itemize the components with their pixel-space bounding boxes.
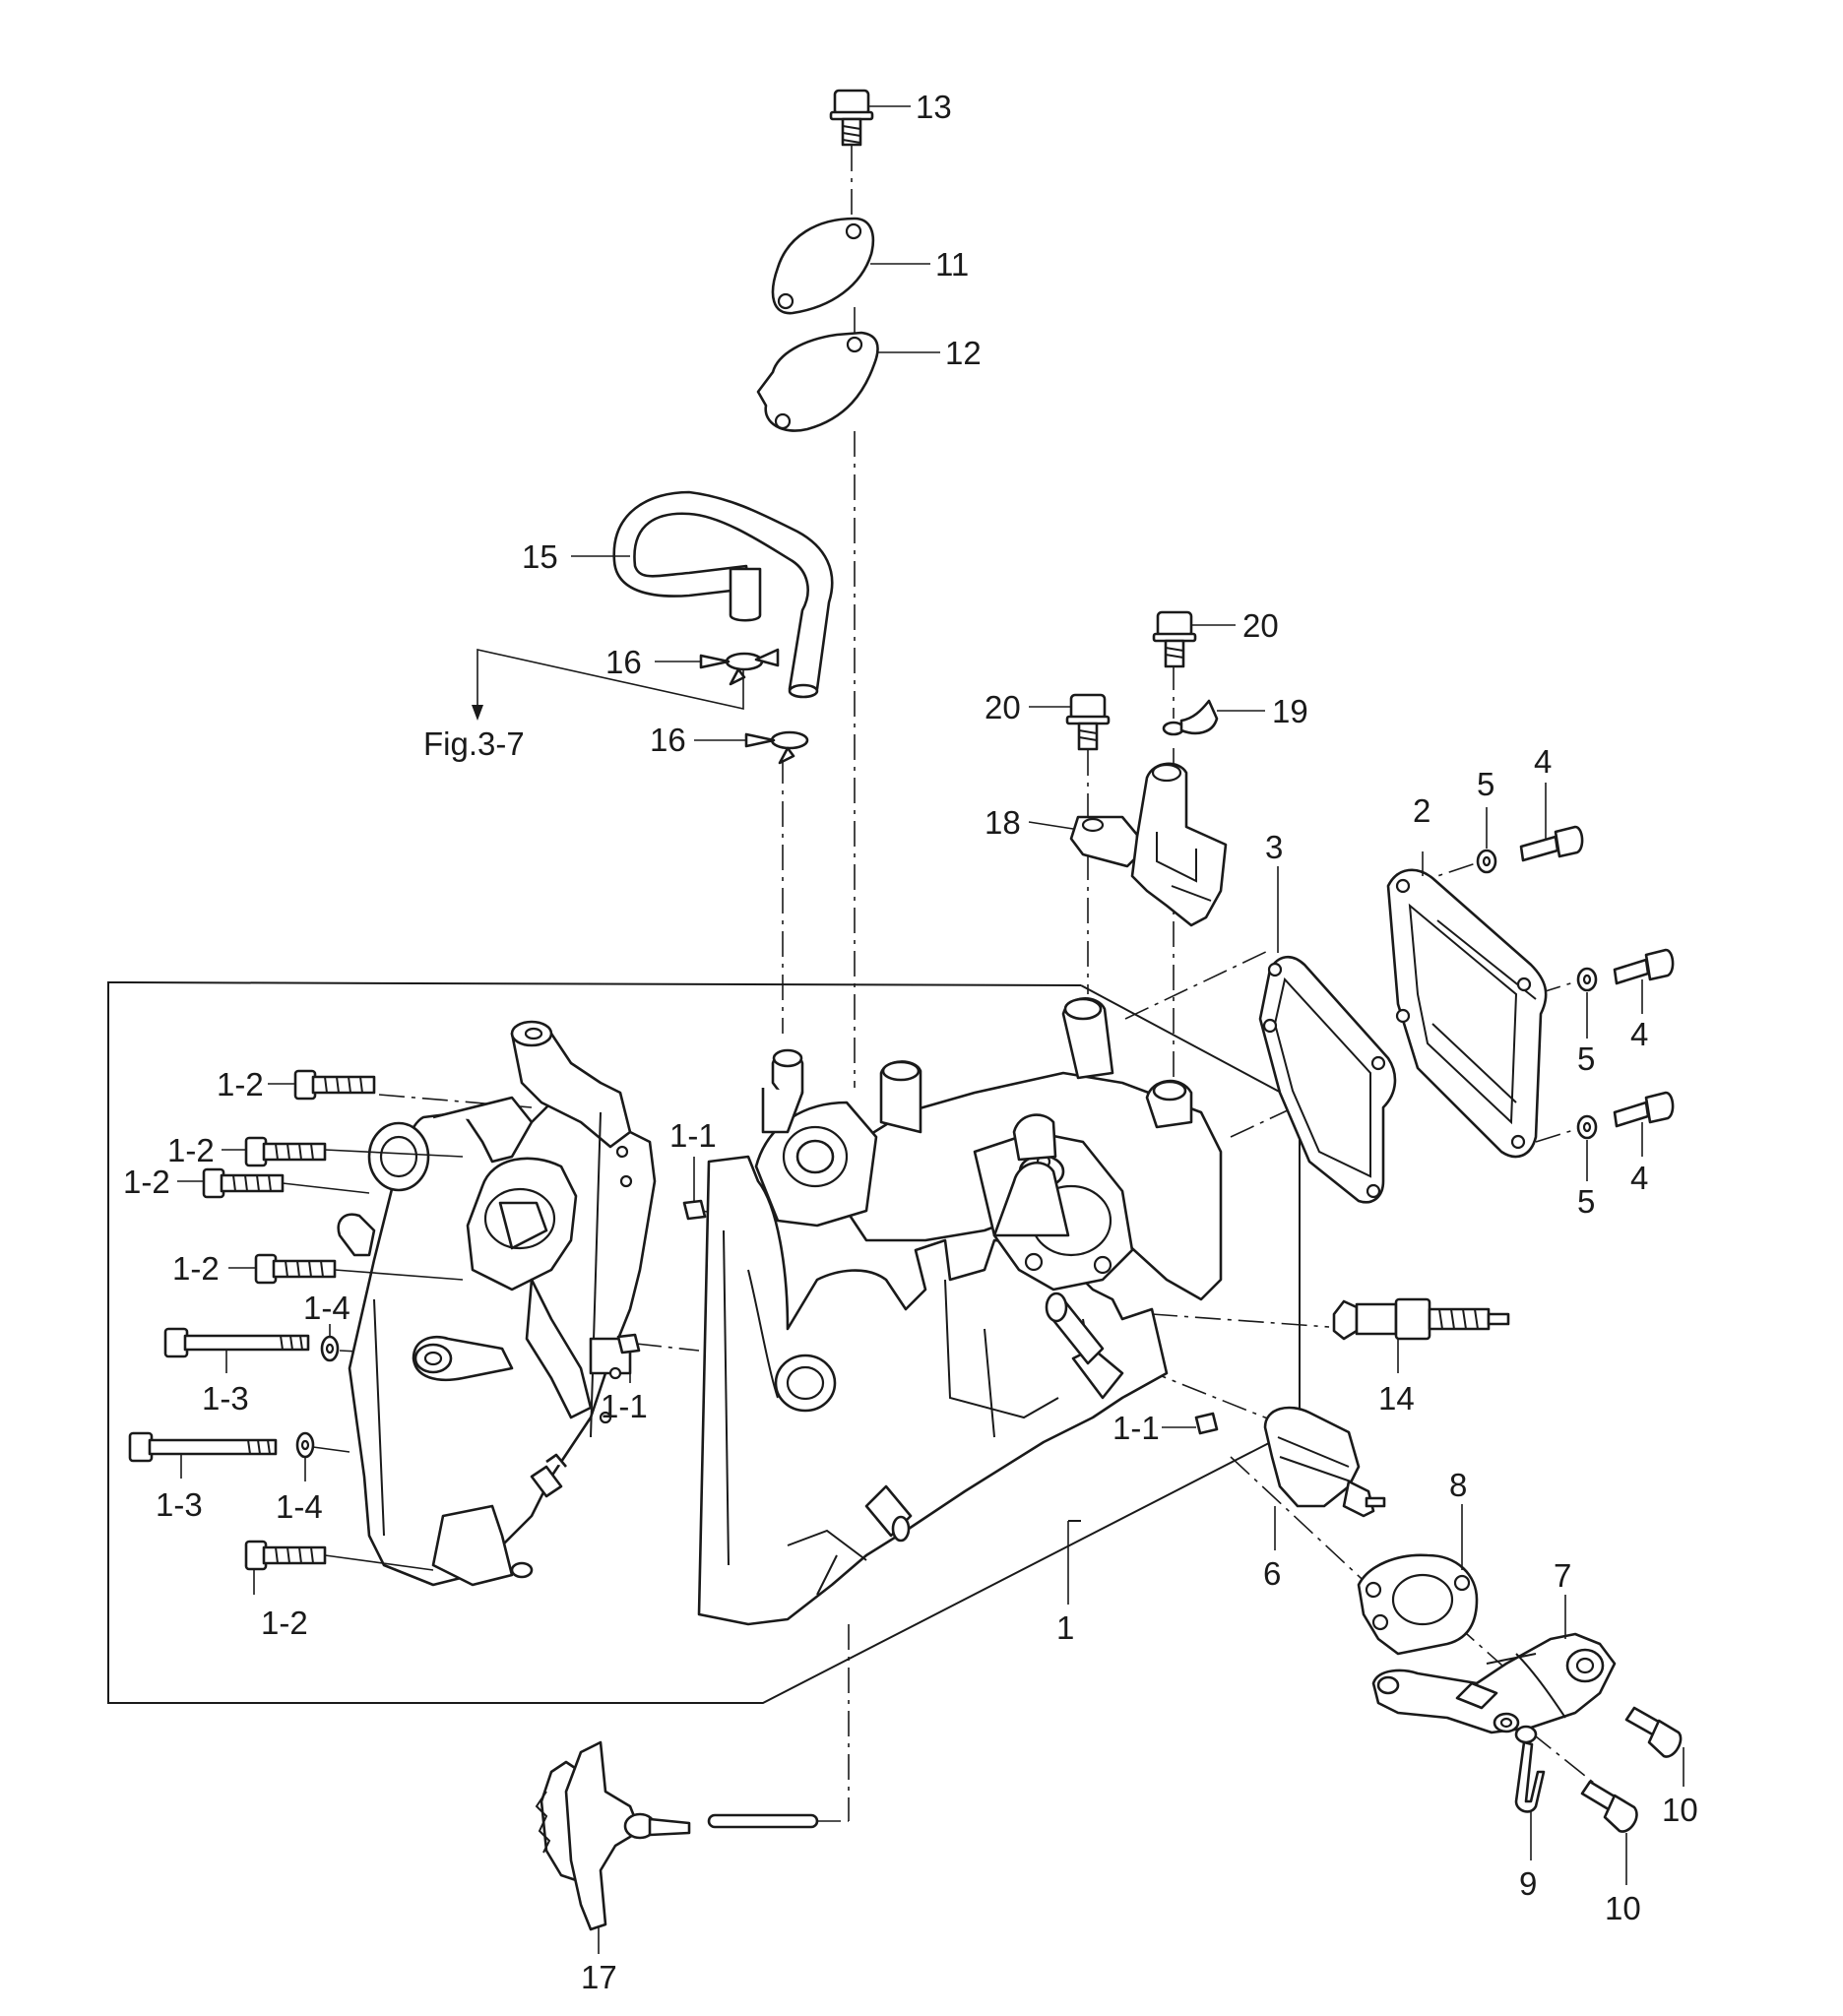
callout-13: 13 <box>916 89 952 125</box>
callout-1-2e: 1-2 <box>261 1605 308 1641</box>
callout-17: 17 <box>581 1959 617 1995</box>
spark-plug-14 <box>1332 1297 1510 1341</box>
thermostat-6 <box>1263 1406 1386 1518</box>
dowel-1-1c <box>1194 1412 1219 1435</box>
fig-ref-arrow <box>472 705 483 721</box>
callout-15: 15 <box>522 538 558 575</box>
dowel-1-1a <box>682 1199 707 1221</box>
cover-plate-11 <box>771 217 875 315</box>
dowel-1-1b <box>616 1333 641 1354</box>
bracket-18 <box>1069 762 1228 927</box>
callout-1-3a: 1-3 <box>202 1380 249 1417</box>
bolt-1-3a <box>163 1327 310 1358</box>
bolt-20-lower <box>1065 693 1111 751</box>
bolt-20-upper <box>1152 610 1197 668</box>
callout-9: 9 <box>1519 1865 1537 1902</box>
cover-2 <box>1386 868 1548 1159</box>
callout-5b: 5 <box>1577 1040 1595 1077</box>
bolt-1-2d <box>254 1253 337 1285</box>
callout-1-2c: 1-2 <box>123 1164 170 1200</box>
gasket-8 <box>1357 1553 1479 1656</box>
bolt-1-2b <box>244 1136 327 1167</box>
crankcase-half-1 <box>337 1020 657 1587</box>
centerline-1-1b <box>635 1343 700 1352</box>
washer-1-4b <box>295 1431 315 1459</box>
callout-1-1a: 1-1 <box>669 1117 717 1154</box>
callout-5a: 5 <box>1477 766 1494 802</box>
callout-5c: 5 <box>1577 1183 1595 1220</box>
centerline-8 <box>1230 1456 1374 1591</box>
callout-4a: 4 <box>1534 743 1552 780</box>
callout-6: 6 <box>1263 1555 1281 1592</box>
callout-4b: 4 <box>1630 1016 1648 1052</box>
centerline-6 <box>1141 1367 1291 1428</box>
washer-1-4a <box>320 1335 340 1362</box>
centerline-5c <box>1535 1126 1584 1143</box>
callout-20-upper: 20 <box>1242 607 1279 644</box>
callout-1-2a: 1-2 <box>217 1066 264 1102</box>
callout-1: 1 <box>1056 1609 1074 1646</box>
bolt-1-2a <box>293 1069 376 1101</box>
bolt-4c <box>1613 1091 1675 1128</box>
callout-1-4b: 1-4 <box>276 1488 323 1525</box>
pump-rotor-17 <box>535 1740 691 1931</box>
callout-11: 11 <box>935 246 969 283</box>
callout-1-2b: 1-2 <box>167 1132 215 1168</box>
callout-14: 14 <box>1378 1380 1415 1417</box>
callout-18: 18 <box>985 804 1021 841</box>
clamp-16b <box>744 730 809 765</box>
bolt-10a <box>1624 1706 1683 1758</box>
pin-17 <box>707 1813 819 1829</box>
centerline-14 <box>1151 1313 1330 1328</box>
bolt-4b <box>1613 948 1675 985</box>
callout-20-lower: 20 <box>985 689 1021 725</box>
gasket-12 <box>756 331 879 432</box>
fig-reference: Fig.3-7 <box>423 725 525 762</box>
callout-7: 7 <box>1554 1557 1571 1594</box>
clip-19 <box>1162 699 1219 736</box>
fig-ref-bracket <box>477 649 744 710</box>
bolt-1-2c <box>202 1167 285 1199</box>
centerline-3 <box>1124 949 1271 1020</box>
centerline-1-2a <box>378 1094 533 1108</box>
callout-8: 8 <box>1449 1467 1467 1503</box>
hose-15 <box>612 490 834 699</box>
callout-1-4a: 1-4 <box>303 1290 350 1326</box>
callout-10b: 10 <box>1605 1890 1641 1926</box>
callout-1-2d: 1-2 <box>172 1250 220 1287</box>
gasket-3 <box>1258 956 1397 1204</box>
bolt-10b <box>1580 1780 1638 1833</box>
hook-9 <box>1514 1725 1546 1813</box>
callout-3: 3 <box>1265 829 1283 865</box>
washer-5a <box>1476 849 1497 874</box>
callout-16a: 16 <box>605 644 642 680</box>
callout-1-1b: 1-1 <box>601 1388 648 1424</box>
callout-1-3b: 1-3 <box>156 1486 203 1523</box>
callout-1-1c: 1-1 <box>1112 1410 1160 1446</box>
washer-5c <box>1576 1114 1598 1140</box>
callout-4c: 4 <box>1630 1160 1648 1196</box>
cylinder-block-1 <box>697 997 1223 1626</box>
thermostat-cover-7 <box>1371 1632 1617 1734</box>
bolt-13 <box>829 89 874 147</box>
clamp-16a <box>699 648 780 686</box>
bolt-4a <box>1519 825 1584 862</box>
callout-16b: 16 <box>650 722 686 758</box>
callout-19: 19 <box>1272 693 1308 729</box>
bolt-1-2e <box>244 1540 327 1571</box>
callout-2: 2 <box>1413 792 1430 829</box>
callout-10a: 10 <box>1662 1792 1698 1828</box>
washer-5b <box>1576 967 1598 992</box>
callout-12: 12 <box>945 335 982 371</box>
bolt-1-3b <box>128 1431 278 1463</box>
